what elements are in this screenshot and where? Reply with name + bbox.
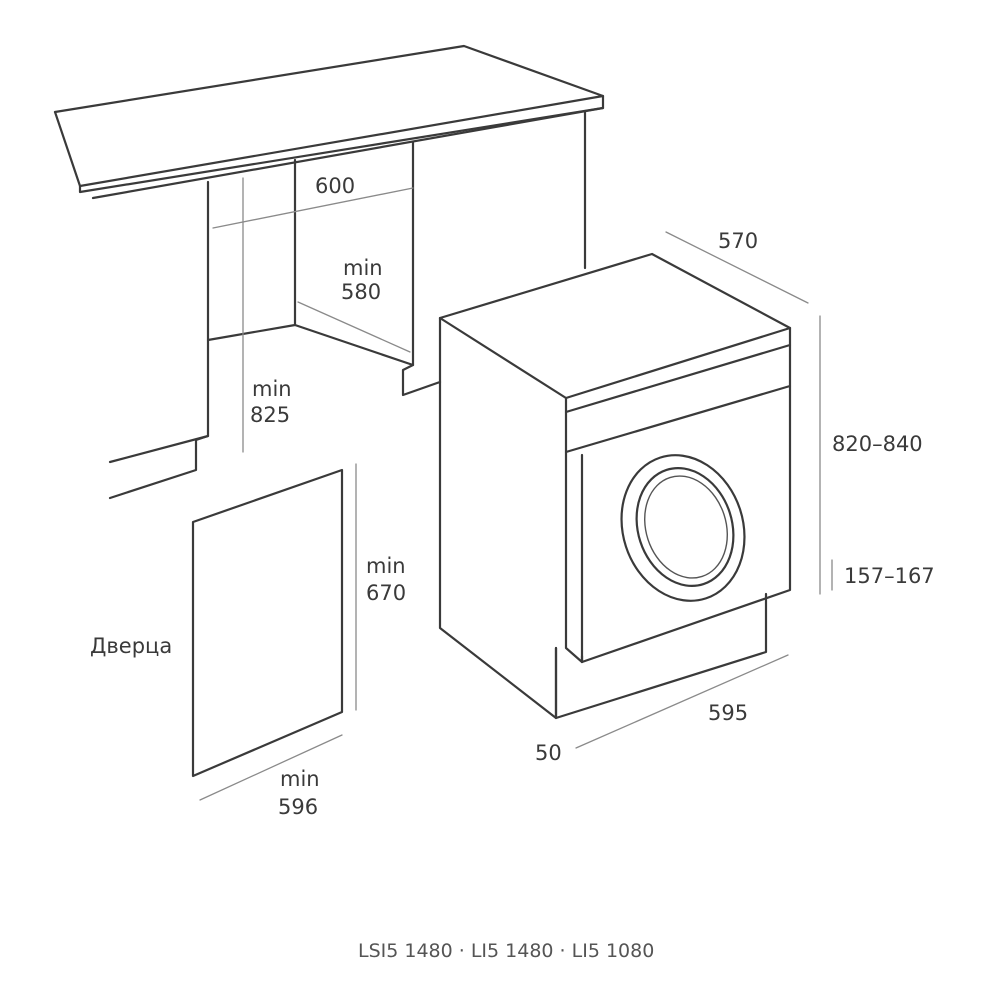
door-height-min-label: min <box>366 554 406 578</box>
opening-height-min-label: min <box>252 377 292 401</box>
countertop <box>53 44 605 194</box>
machine-front <box>564 384 792 664</box>
cabinet-niche <box>53 44 605 500</box>
porthole <box>620 454 746 602</box>
door-height-value-label: 670 <box>366 581 406 605</box>
opening-depth-dim-line <box>297 301 411 353</box>
opening-height-value-label: 825 <box>250 403 290 427</box>
door-panel <box>191 463 357 801</box>
foot-depth-label: 50 <box>535 741 562 765</box>
machine-height-label: 820–840 <box>832 432 923 456</box>
door-width-dim-line <box>199 734 343 801</box>
door-name-label: Дверца <box>90 634 172 658</box>
machine-depth-dim-line <box>665 231 809 304</box>
machine-top <box>438 252 792 400</box>
model-caption: LSI5 1480 · LI5 1480 · LI5 1080 <box>358 940 654 962</box>
opening-width-dim-line <box>212 187 414 229</box>
machine-side <box>438 316 558 720</box>
washing-machine <box>438 231 833 749</box>
plinth-height-label: 157–167 <box>844 564 935 588</box>
door-width-min-label: min <box>280 767 320 791</box>
door-width-value-label: 596 <box>278 795 318 819</box>
opening-depth-min-label: min <box>343 256 383 280</box>
door-outline <box>191 468 344 778</box>
machine-plinth <box>554 592 768 720</box>
left-cabinet-panel <box>206 158 297 342</box>
dimension-labels: 600 min 580 min 825 min 670 Дверца min 5… <box>90 174 935 819</box>
machine-depth-label: 570 <box>718 229 758 253</box>
control-panel <box>564 343 792 454</box>
opening-depth-value-label: 580 <box>341 280 381 304</box>
machine-width-dim-line <box>575 654 789 749</box>
machine-width-label: 595 <box>708 701 748 725</box>
opening-width-label: 600 <box>315 174 355 198</box>
